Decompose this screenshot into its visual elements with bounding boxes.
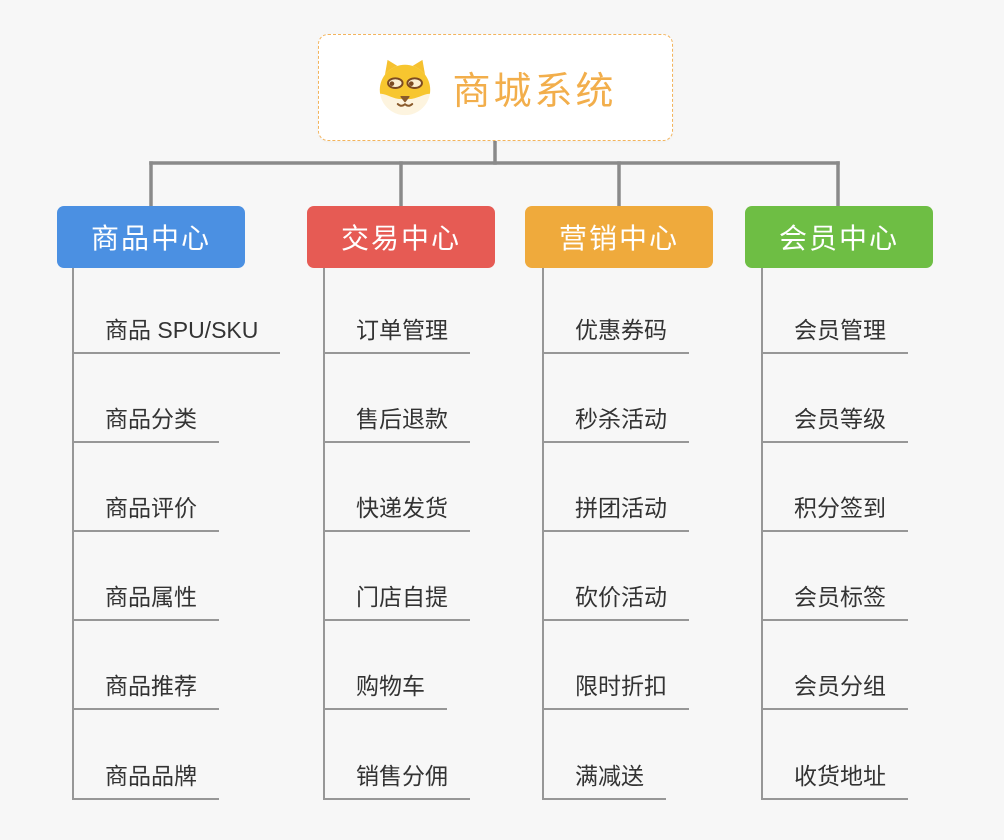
leaf-node[interactable]: 商品属性	[72, 583, 219, 621]
leaf-node[interactable]: 优惠券码	[542, 316, 689, 354]
leaf-node[interactable]: 商品评价	[72, 494, 219, 532]
branch-node-trade-center[interactable]: 交易中心	[307, 206, 495, 268]
leaf-node[interactable]: 拼团活动	[542, 494, 689, 532]
leaf-node[interactable]: 销售分佣	[323, 762, 470, 800]
leaf-node[interactable]: 商品分类	[72, 405, 219, 443]
root-title: 商城系统	[452, 71, 617, 113]
leaf-node[interactable]: 秒杀活动	[542, 405, 689, 443]
leaf-node[interactable]: 会员等级	[761, 405, 908, 443]
leaf-node[interactable]: 快递发货	[323, 494, 470, 532]
shiba-dog-icon	[374, 57, 436, 119]
leaf-node[interactable]: 会员标签	[761, 583, 908, 621]
leaf-node[interactable]: 门店自提	[323, 583, 470, 621]
leaf-node[interactable]: 砍价活动	[542, 583, 689, 621]
leaf-node[interactable]: 商品品牌	[72, 762, 219, 800]
leaf-node[interactable]: 购物车	[323, 672, 447, 710]
leaf-node[interactable]: 订单管理	[323, 316, 470, 354]
leaf-node[interactable]: 售后退款	[323, 405, 470, 443]
root-node[interactable]: 商城系统	[318, 34, 673, 141]
leaf-node[interactable]: 收货地址	[761, 762, 908, 800]
leaf-node[interactable]: 限时折扣	[542, 672, 689, 710]
leaf-node[interactable]: 商品 SPU/SKU	[72, 316, 281, 354]
leaf-node[interactable]: 积分签到	[761, 494, 908, 532]
leaf-node[interactable]: 会员分组	[761, 672, 908, 710]
branch-node-member-center[interactable]: 会员中心	[745, 206, 933, 268]
leaf-node[interactable]: 商品推荐	[72, 672, 219, 710]
leaf-node[interactable]: 满减送	[542, 762, 666, 800]
branch-node-product-center[interactable]: 商品中心	[57, 206, 245, 268]
branch-node-marketing-center[interactable]: 营销中心	[525, 206, 713, 268]
leaf-node[interactable]: 会员管理	[761, 316, 908, 354]
